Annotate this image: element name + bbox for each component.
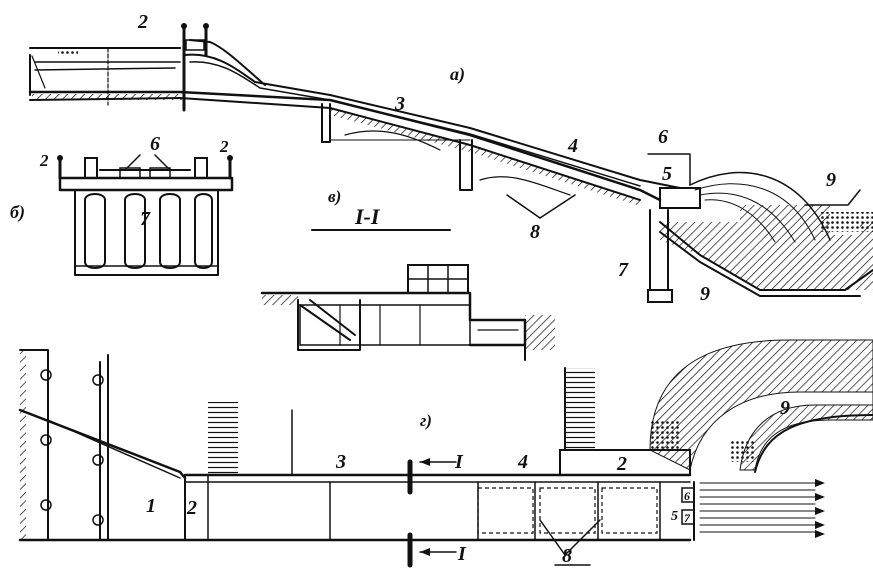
label-5-g: 5: [671, 509, 678, 524]
foundation-hatch-upstream: [32, 94, 182, 100]
label-1-g: 1: [146, 495, 156, 517]
outlet-basin-9: [649, 339, 873, 471]
label-9-top: 9: [826, 169, 836, 191]
label-2-b-left: 2: [39, 151, 49, 170]
label-6-b: 6: [150, 133, 160, 155]
flume-bottom-line: [28, 90, 662, 202]
label-view-b: б): [10, 202, 25, 223]
label-2-g: 2: [186, 497, 197, 519]
label-view-v: в): [328, 187, 341, 206]
label-5-top: 5: [662, 163, 672, 185]
label-view-a: а): [450, 64, 465, 85]
label-7-top: 7: [618, 259, 629, 281]
view-a-longitudinal-section: [28, 23, 873, 303]
label-section-I-I: I-I: [354, 204, 381, 229]
view-b-support-cross-section: [57, 154, 234, 276]
flume-water-line: [189, 61, 641, 187]
support-1: [321, 103, 331, 143]
label-9-basin: 9: [700, 283, 710, 305]
label-6-g: 6: [684, 489, 690, 503]
riprap-9: [820, 212, 873, 232]
leader-6: [647, 153, 691, 186]
view-g-plan: [18, 339, 873, 568]
downstream-basin-hatch: [660, 205, 873, 290]
label-3-g: 3: [335, 451, 346, 473]
labels: 2 а) 3 4 6 5 9 8 7 9 6 2 2 б) 7 в) I-I г…: [10, 11, 836, 567]
label-7-g: 7: [684, 511, 691, 525]
entrance-hump: [189, 39, 266, 86]
label-8-top: 8: [530, 221, 540, 243]
support-block-left: [208, 402, 238, 475]
label-I-bottom: I: [457, 543, 467, 565]
label-8-g: 8: [562, 545, 572, 567]
label-4-top: 4: [567, 135, 578, 157]
water-line-upstream-2: [34, 67, 176, 71]
label-6-top: 6: [658, 126, 668, 148]
support-beam: [58, 176, 234, 192]
label-2-g-platform: 2: [616, 453, 627, 475]
label-3-top: 3: [394, 93, 405, 115]
support-frame: [74, 189, 219, 276]
label-9-g: 9: [780, 397, 790, 419]
support-block-right: [565, 368, 595, 450]
label-view-g: г): [420, 411, 432, 430]
label-4-g: 4: [517, 451, 528, 473]
label-I-top: I: [454, 451, 464, 473]
label-2-b-right: 2: [219, 137, 229, 156]
label-2-top: 2: [137, 11, 148, 33]
outflow-arrows: [699, 479, 825, 538]
slope-foundation-hatch: [330, 108, 640, 206]
flume-top-line: [184, 53, 681, 189]
outlet-structure-5: [659, 187, 701, 209]
label-7-b: 7: [140, 208, 151, 230]
support-2: [459, 139, 473, 191]
view-v-section-I-I: [260, 229, 555, 361]
